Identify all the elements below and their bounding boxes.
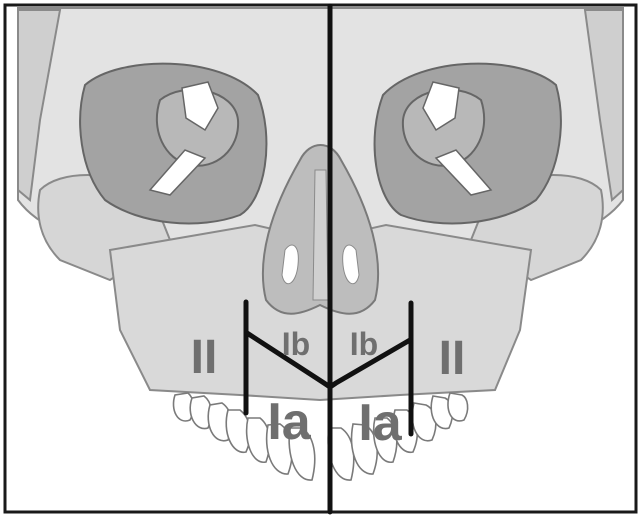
nasal-septum bbox=[313, 170, 328, 300]
left-orbit bbox=[80, 64, 266, 224]
zone-label-right-outer: II bbox=[439, 332, 466, 385]
right-orbit bbox=[375, 64, 561, 224]
zone-label-left-inner: Ib bbox=[282, 326, 310, 362]
zone-label-left-lower: Ia bbox=[267, 393, 311, 451]
zone-label-right-lower: Ia bbox=[358, 394, 402, 452]
zone-label-right-inner: Ib bbox=[350, 326, 378, 362]
zone-label-left-outer: II bbox=[191, 331, 218, 384]
